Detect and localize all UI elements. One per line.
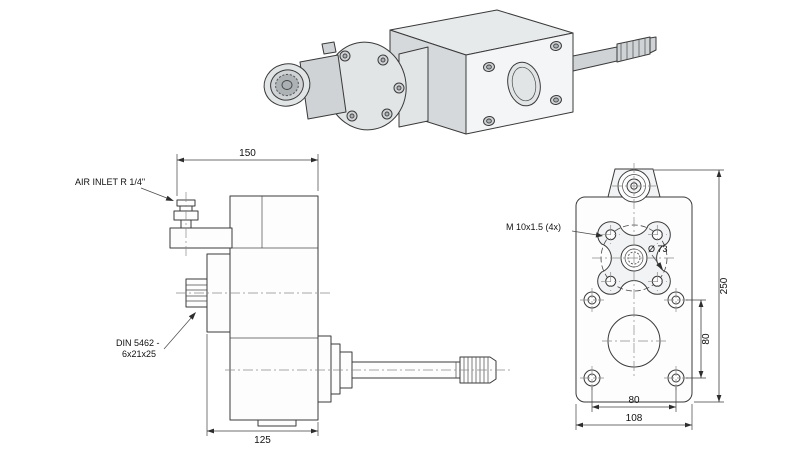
dimension-125: 125: [206, 334, 319, 446]
dim-150-text: 150: [239, 148, 256, 159]
iso-oval-boss: [507, 61, 541, 107]
output-shaft: [317, 335, 497, 403]
din-label-line2: 6x21x25: [122, 349, 156, 359]
shaft-spline-teeth: [463, 357, 489, 383]
air-inlet-label: AIR INLET R 1/4": [75, 177, 145, 187]
dim-80v-text: 80: [701, 333, 712, 345]
flange-m10-holes: [601, 225, 667, 291]
dimension-150: 150: [176, 148, 319, 196]
din-spline-callout: DIN 5462 - 6x21x25: [116, 312, 196, 359]
iso-bolt-holes: [483, 40, 562, 127]
bolt-circle-label: Ø 73: [648, 244, 668, 254]
iso-input-cylinder: [299, 54, 347, 120]
iso-shaft-tip: [649, 36, 657, 54]
dim-80h-text: 80: [628, 395, 640, 406]
thread-label: M 10x1.5 (4x): [506, 222, 561, 232]
front-centerlines: [592, 163, 676, 378]
air-inlet-callout: AIR INLET R 1/4": [75, 177, 174, 201]
bolt-circle-callout: Ø 73: [648, 244, 668, 270]
dim-125-text: 125: [254, 435, 271, 446]
dim-250-text: 250: [719, 277, 730, 294]
side-centerlines: [176, 192, 510, 371]
side-body: [229, 195, 319, 421]
dimension-250: 250: [654, 169, 730, 403]
dimension-80-vertical: 80: [686, 299, 712, 379]
dimension-80-horizontal: 80: [591, 387, 677, 412]
thread-callout: M 10x1.5 (4x): [506, 222, 603, 238]
din-label-line1: DIN 5462 -: [116, 338, 160, 348]
iso-pump-flange-assembly: [263, 41, 429, 131]
front-mounting-holes: [580, 288, 688, 390]
iso-spline-teeth: [620, 38, 646, 61]
dim-108-text: 108: [626, 413, 643, 424]
front-view: 250 80 80 108: [506, 163, 730, 430]
iso-shaft: [572, 46, 618, 72]
iso-output-shaft: [572, 36, 657, 72]
air-inlet-fitting: [169, 199, 233, 249]
side-foot: [257, 419, 297, 427]
iso-input-coupling: [263, 63, 311, 107]
iso-top-nub: [321, 41, 337, 55]
isometric-view: [263, 9, 657, 135]
side-view: 150 125 AIR INLET R 1/4" DIN 5462 - 6x21…: [75, 148, 510, 446]
dimension-108: 108: [575, 404, 693, 430]
